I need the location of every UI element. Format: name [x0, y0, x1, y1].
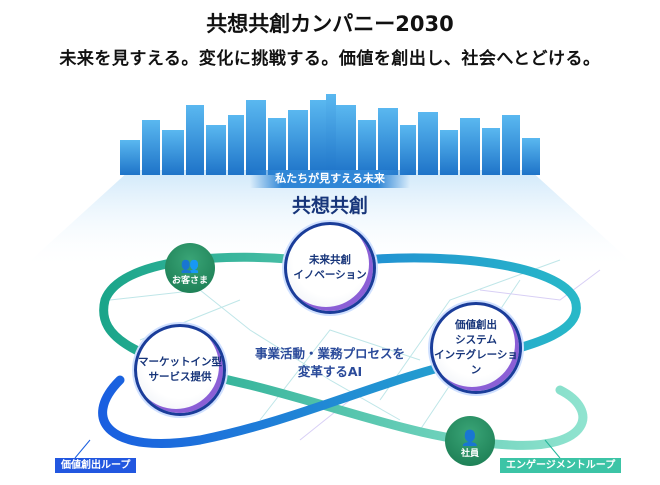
people-icon: 👥	[180, 256, 200, 274]
person-icon: 👤	[460, 429, 480, 447]
engagement-loop-label: エンゲージメントループ	[500, 458, 622, 473]
node-future-innovation: 未来共創 イノベーション	[284, 222, 376, 314]
customer-badge: 👥 お客さま	[165, 243, 215, 293]
ai-transformation-text: 事業活動・業務プロセスを 変革するAI	[254, 346, 405, 379]
customer-label: お客さま	[171, 276, 208, 286]
node-market-in-service: マーケットイン型 サービス提供	[134, 324, 226, 416]
page-title: 共想共創カンパニー2030	[206, 12, 454, 36]
node-system-integration: 価値創出 システム インテグレーション	[430, 302, 522, 394]
employee-label: 社員	[460, 449, 479, 459]
employee-badge: 👤 社員	[445, 416, 495, 466]
page-subtitle: 未来を見すえる。変化に挑戦する。価値を創出し、社会へとどける。	[59, 49, 601, 69]
value-loop-label: 価値創出ループ	[55, 458, 137, 473]
future-banner: 私たちが見すえる未来	[250, 170, 410, 188]
city-skyline	[120, 94, 540, 175]
core-heading: 共想共創	[291, 195, 368, 217]
light-beam	[20, 170, 640, 270]
